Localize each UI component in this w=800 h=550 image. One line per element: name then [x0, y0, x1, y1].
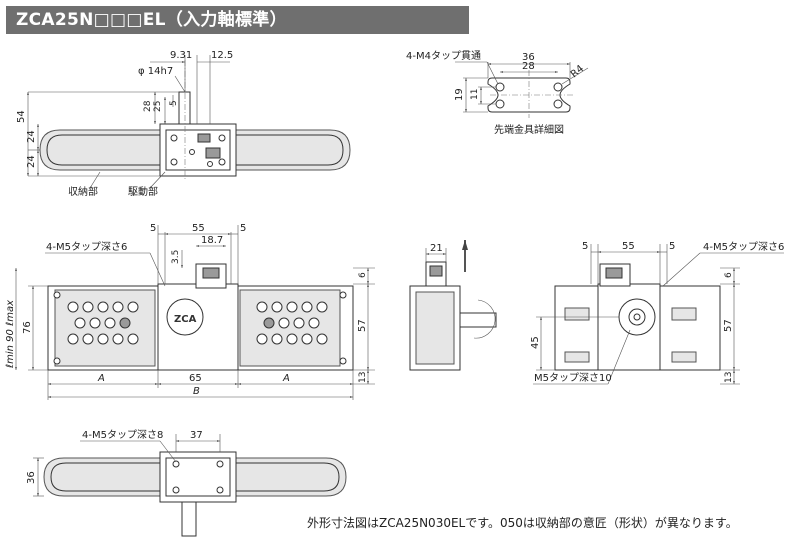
front-panel-right	[239, 289, 341, 367]
front-dim-65: 65	[189, 373, 202, 384]
title-text: ZCA25N□□□EL（入力軸標準）	[16, 10, 287, 30]
top-label-storage: 収納部	[68, 185, 98, 198]
tip-label-holes: 4-M4タップ貫通	[406, 50, 481, 62]
top-dim-931: 9.31	[170, 50, 192, 61]
bottom-body	[159, 451, 237, 503]
side-dim-21: 21	[430, 243, 443, 254]
bottom-dim-37: 37	[190, 430, 203, 441]
front-holes-left	[67, 301, 139, 345]
top-dim-shaft: φ 14h7	[138, 66, 173, 77]
front-dim-5a: 5	[150, 223, 156, 234]
front-dim-a2: A	[282, 373, 290, 384]
front-dim-76: 76	[22, 321, 33, 334]
front-label-holes: 4-M5タップ深さ6	[46, 241, 127, 253]
front-dim-187: 18.7	[201, 235, 223, 246]
top-arm-right	[235, 129, 351, 171]
front-panel-left	[54, 289, 156, 367]
front-dim-57: 57	[357, 319, 368, 332]
tip-dim-28: 28	[522, 61, 535, 72]
title-bar: ZCA25N□□□EL（入力軸標準）	[6, 6, 469, 34]
front-holes-right	[256, 301, 328, 345]
bottom-dim-36: 36	[26, 471, 37, 484]
tip-dim-r4: R4	[569, 63, 586, 80]
front-dim-13: 13	[358, 372, 368, 383]
right-dim-55: 55	[622, 241, 635, 252]
front-dim-a1: A	[97, 373, 105, 384]
top-dim-24b: 24	[26, 155, 37, 168]
bottom-shaft	[181, 501, 197, 537]
top-dim-5: 5	[169, 100, 179, 106]
bottom-arm-left	[43, 457, 161, 497]
bottom-view: 37 4-M5タップ深さ8 36	[26, 429, 347, 537]
bottom-arm-right	[235, 457, 347, 497]
front-center-logo	[166, 298, 204, 336]
right-dim-57: 57	[723, 319, 734, 332]
top-dim-25: 25	[153, 101, 163, 112]
tip-dim-11: 11	[470, 89, 480, 100]
front-dim-55: 55	[192, 223, 205, 234]
top-body	[159, 123, 237, 177]
tip-dim-36: 36	[522, 52, 535, 63]
top-dim-24a: 24	[26, 130, 37, 143]
right-label-tap: M5タップ深さ10	[534, 372, 612, 384]
top-view: 9.31 12.5 φ 14h7 28 25 5 54 24 24 収納部 駆動…	[16, 50, 351, 198]
tip-dim-19: 19	[454, 88, 465, 101]
bottom-label-holes: 4-M5タップ深さ8	[82, 429, 163, 441]
top-shaft	[178, 91, 191, 125]
top-dim-54: 54	[16, 110, 27, 123]
right-label-holes: 4-M5タップ深さ6	[703, 241, 784, 253]
side-shaft	[459, 312, 497, 328]
top-dim-28: 28	[143, 100, 153, 112]
right-dim-6: 6	[724, 272, 734, 278]
top-dim-125: 12.5	[211, 50, 233, 61]
footnote: 外形寸法図はZCA25N030ELです。050は収納部の意匠（形状）が異なります…	[307, 515, 738, 530]
front-dim-6: 6	[358, 272, 368, 278]
front-label-stroke: ℓmin 90 ℓmax	[5, 300, 16, 368]
front-dim-5b: 5	[240, 223, 246, 234]
front-view: ZCA 5 55 5 18.7 3.5 4-M5タップ深さ6 76 ℓm	[5, 223, 375, 400]
right-dim-5b: 5	[669, 241, 675, 252]
top-label-drive: 駆動部	[128, 185, 158, 198]
top-arm-left	[39, 129, 161, 171]
right-dim-13: 13	[724, 372, 734, 383]
side-view: 21	[409, 240, 497, 371]
right-dim-45: 45	[530, 336, 541, 349]
right-dim-5a: 5	[582, 241, 588, 252]
right-view: 5 55 5 4-M5タップ深さ6 6 57 13 45 M5タップ深さ10	[530, 241, 784, 385]
tip-detail-view: 36 28 R4 19 11 4-M4タップ貫通 先端金具詳細図	[406, 50, 589, 136]
tip-caption: 先端金具詳細図	[494, 123, 564, 136]
front-dim-35: 3.5	[171, 250, 181, 264]
front-dim-b: B	[193, 386, 200, 397]
svg-text:ZCA: ZCA	[174, 314, 197, 325]
